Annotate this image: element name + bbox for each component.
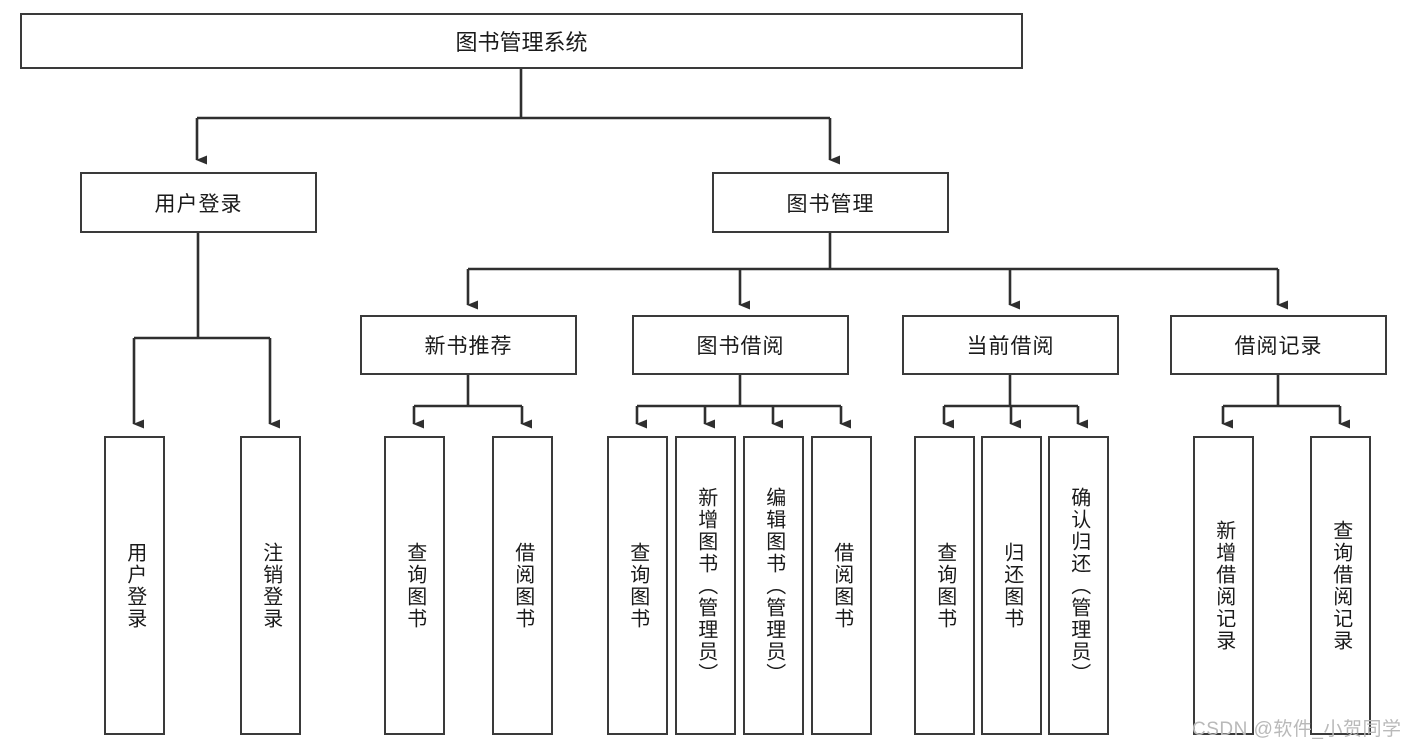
leaf-book-borrow-edit-book-admin[interactable]: 编辑图书（管理员） — [743, 436, 804, 735]
node-book-management-label: 图书管理 — [786, 192, 875, 216]
leaf-label: 编辑图书（管理员） — [762, 486, 785, 685]
leaf-label: 查询借阅记录 — [1329, 519, 1352, 652]
leaf-label: 注销登录 — [259, 541, 282, 630]
leaf-new-book-query-book[interactable]: 查询图书 — [384, 436, 445, 735]
watermark-csdn: CSDN @软件_小贺同学 — [1192, 714, 1401, 741]
node-borrow-record[interactable]: 借阅记录 — [1170, 315, 1387, 375]
leaf-current-borrow-return-book[interactable]: 归还图书 — [981, 436, 1042, 735]
node-book-management[interactable]: 图书管理 — [712, 172, 949, 233]
leaf-new-book-borrow-book[interactable]: 借阅图书 — [492, 436, 553, 735]
node-new-book-recommend[interactable]: 新书推荐 — [360, 315, 577, 375]
leaf-borrow-record-query-record[interactable]: 查询借阅记录 — [1310, 436, 1371, 735]
leaf-current-borrow-query-book[interactable]: 查询图书 — [914, 436, 975, 735]
node-root-label: 图书管理系统 — [455, 30, 588, 55]
node-current-borrow[interactable]: 当前借阅 — [902, 315, 1119, 375]
leaf-label: 新增图书（管理员） — [694, 486, 717, 685]
node-new-book-recommend-label: 新书推荐 — [424, 335, 513, 358]
leaf-label: 确认归还（管理员） — [1067, 486, 1090, 685]
leaf-label: 用户登录 — [123, 541, 146, 630]
node-book-borrow-label: 图书借阅 — [696, 335, 785, 358]
node-current-borrow-label: 当前借阅 — [966, 335, 1055, 358]
leaf-label: 归还图书 — [1000, 541, 1023, 630]
leaf-label: 借阅图书 — [511, 541, 534, 630]
leaf-user-login-login[interactable]: 用户登录 — [104, 436, 165, 735]
leaf-book-borrow-add-book-admin[interactable]: 新增图书（管理员） — [675, 436, 736, 735]
node-user-login-label: 用户登录 — [154, 192, 243, 216]
leaf-label: 查询图书 — [626, 541, 649, 630]
node-borrow-record-label: 借阅记录 — [1234, 335, 1323, 358]
leaf-label: 查询图书 — [403, 541, 426, 630]
leaf-book-borrow-borrow-book[interactable]: 借阅图书 — [811, 436, 872, 735]
watermark-text: CSDN @软件_小贺同学 — [1192, 719, 1402, 740]
node-user-login[interactable]: 用户登录 — [80, 172, 317, 233]
node-root-book-management-system[interactable]: 图书管理系统 — [20, 13, 1023, 69]
leaf-user-login-logout[interactable]: 注销登录 — [240, 436, 301, 735]
leaf-label: 借阅图书 — [830, 541, 853, 630]
leaf-book-borrow-query-book[interactable]: 查询图书 — [607, 436, 668, 735]
leaf-label: 新增借阅记录 — [1212, 519, 1235, 652]
leaf-borrow-record-add-record[interactable]: 新增借阅记录 — [1193, 436, 1254, 735]
leaf-label: 查询图书 — [933, 541, 956, 630]
node-book-borrow[interactable]: 图书借阅 — [632, 315, 849, 375]
leaf-current-borrow-confirm-return-admin[interactable]: 确认归还（管理员） — [1048, 436, 1109, 735]
